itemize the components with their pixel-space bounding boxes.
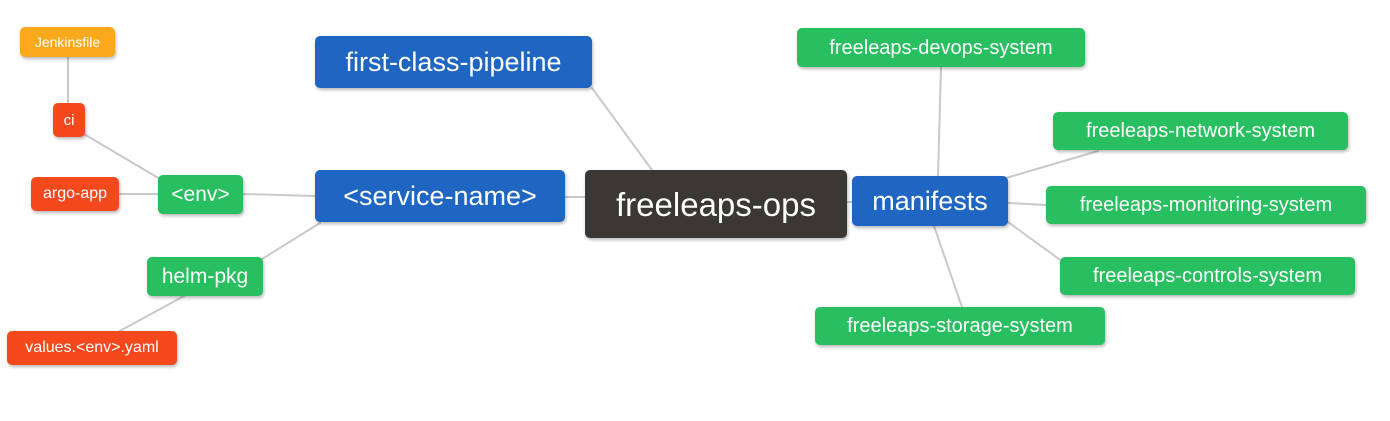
node-label: argo-app — [42, 185, 108, 202]
node-label: freeleaps-network-system — [1086, 120, 1315, 142]
node-first-class-pipeline[interactable]: first-class-pipeline — [315, 36, 592, 88]
node-label: first-class-pipeline — [345, 46, 562, 77]
node-freeleaps-storage-system[interactable]: freeleaps-storage-system — [815, 307, 1105, 345]
node-label: ci — [63, 111, 75, 129]
node-freeleaps-network-system[interactable]: freeleaps-network-system — [1053, 112, 1348, 150]
node-label: <service-name> — [343, 180, 537, 211]
node-freeleaps-devops-system[interactable]: freeleaps-devops-system — [797, 28, 1085, 67]
node-label: freeleaps-ops — [616, 185, 816, 223]
node-manifests[interactable]: manifests — [852, 176, 1008, 226]
edge-ci-to-env — [83, 133, 161, 180]
node-freeleaps-monitoring-system[interactable]: freeleaps-monitoring-system — [1046, 186, 1366, 224]
edge-helm-pkg-to-values-env-yaml — [117, 295, 185, 333]
edge-env-to-service-name — [242, 193, 316, 197]
edge-manifests-to-freeleaps-devops-system — [937, 66, 942, 177]
node-label: freeleaps-controls-system — [1093, 265, 1322, 287]
edge-manifests-to-freeleaps-storage-system — [933, 225, 963, 308]
edge-first-class-pipeline-to-freeleaps-ops — [591, 87, 653, 171]
node-label: manifests — [872, 185, 988, 216]
node-label: freeleaps-monitoring-system — [1079, 194, 1333, 216]
node-env[interactable]: <env> — [158, 175, 243, 214]
node-values-env-yaml[interactable]: values.<env>.yaml — [7, 331, 177, 365]
node-helm-pkg[interactable]: helm-pkg — [147, 257, 263, 296]
node-service-name[interactable]: <service-name> — [315, 170, 565, 222]
node-label: Jenkinsfile — [34, 34, 101, 50]
node-jenkinsfile[interactable]: Jenkinsfile — [20, 27, 115, 57]
edge-service-name-to-helm-pkg — [261, 222, 321, 260]
node-freeleaps-controls-system[interactable]: freeleaps-controls-system — [1060, 257, 1355, 295]
node-ci[interactable]: ci — [53, 103, 85, 137]
node-label: freeleaps-storage-system — [847, 315, 1073, 337]
node-label: values.<env>.yaml — [25, 339, 159, 356]
node-label: helm-pkg — [161, 265, 249, 288]
node-label: <env> — [171, 183, 230, 206]
edge-manifests-to-freeleaps-controls-system — [1007, 221, 1064, 263]
node-freeleaps-ops[interactable]: freeleaps-ops — [585, 170, 847, 238]
node-label: freeleaps-devops-system — [829, 36, 1053, 59]
node-argo-app[interactable]: argo-app — [31, 177, 119, 211]
edge-manifests-to-freeleaps-network-system — [1005, 150, 1099, 179]
edge-manifests-to-freeleaps-monitoring-system — [1007, 202, 1047, 206]
